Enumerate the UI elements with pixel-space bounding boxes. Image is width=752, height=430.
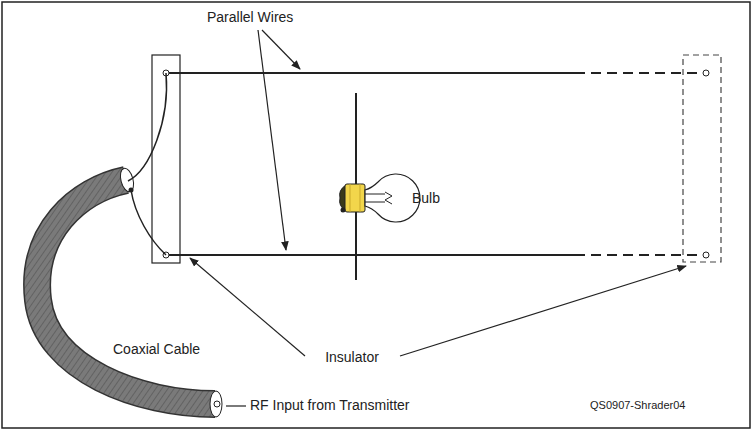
part-label: Coaxial Cable (113, 342, 200, 357)
leader-line (400, 266, 686, 356)
coaxial-cable (37, 167, 222, 417)
bulb-symbol (340, 174, 420, 222)
part-label: Bulb (412, 191, 440, 206)
figure-id: QS0907-Shrader04 (590, 399, 685, 411)
leader-line (258, 30, 286, 250)
leader-line (262, 30, 300, 69)
part-label: Parallel Wires (207, 10, 293, 25)
center-lead (128, 73, 167, 181)
part-label: Insulator (325, 350, 379, 365)
top-wire-dashed (575, 72, 704, 74)
leader-line (226, 405, 246, 406)
insulator-right (683, 55, 721, 262)
signal-label: RF Input from Transmitter (250, 398, 409, 413)
bottom-wire (166, 254, 575, 256)
shield-lead (131, 190, 166, 255)
leader-line (190, 258, 305, 356)
terminal (703, 252, 709, 258)
top-wire (166, 72, 575, 74)
terminal (703, 70, 709, 76)
solder-dot (129, 188, 134, 193)
bottom-wire-dashed (575, 254, 704, 256)
